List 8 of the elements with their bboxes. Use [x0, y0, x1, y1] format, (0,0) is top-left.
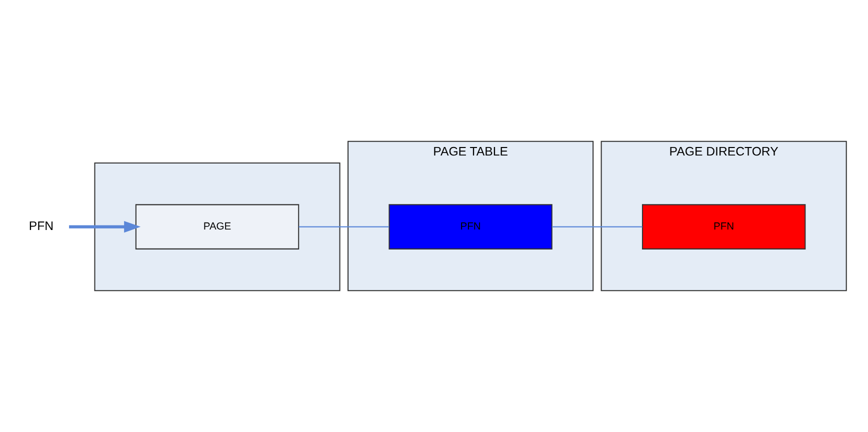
- connector: [298, 226, 390, 228]
- node-text: PFN: [28, 219, 54, 233]
- connector: [552, 226, 642, 228]
- arrow: [69, 221, 141, 233]
- node-box: PFN: [388, 204, 552, 250]
- node-box: PFN: [642, 204, 806, 250]
- node-box: PAGE: [135, 204, 300, 250]
- cluster: [94, 162, 340, 292]
